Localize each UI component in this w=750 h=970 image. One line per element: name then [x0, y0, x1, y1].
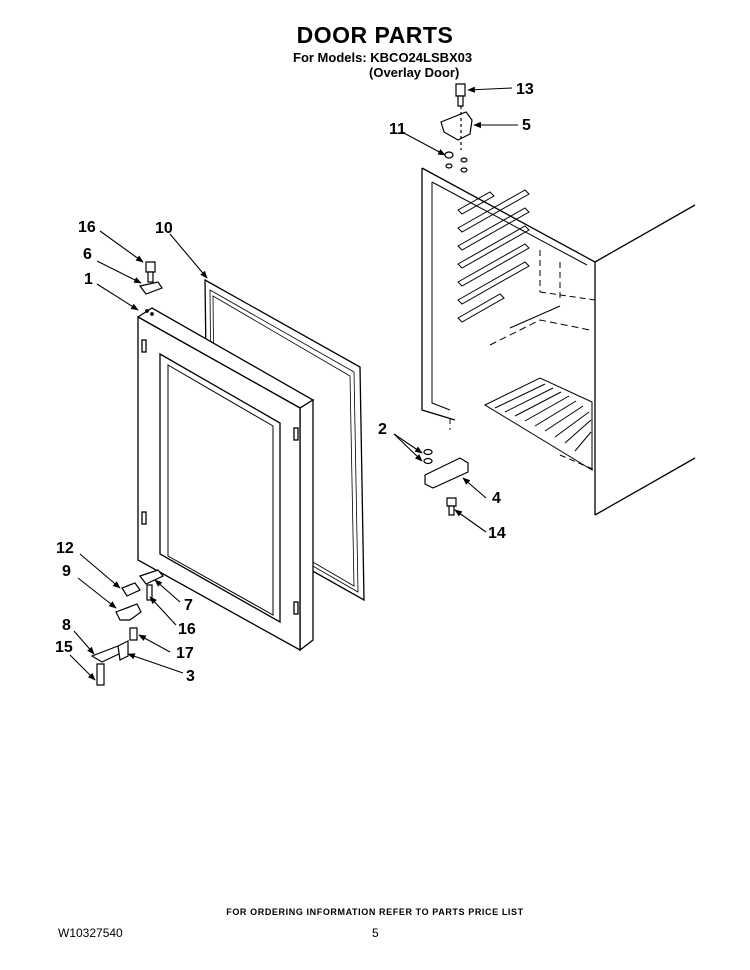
page-title: DOOR PARTS [296, 22, 454, 48]
callout-5: 5 [522, 117, 531, 134]
callout-2: 2 [378, 421, 387, 438]
page-number: 5 [372, 926, 379, 940]
callout-12: 12 [56, 540, 74, 557]
variant-line: (Overlay Door) [369, 65, 460, 80]
cabinet-floor-grille [483, 377, 593, 471]
top-hinge-assembly [440, 83, 473, 173]
door-panel [136, 307, 315, 652]
callout-13: 13 [516, 81, 534, 98]
door-bottom-parts [90, 569, 164, 686]
callout-15: 15 [55, 639, 73, 656]
callout-16-top: 16 [78, 219, 96, 236]
door-top-pin [138, 261, 163, 295]
callout-labels: 13 5 11 16 10 6 1 2 4 14 12 9 7 16 8 17 … [55, 81, 534, 685]
callout-16-bottom: 16 [178, 621, 196, 638]
bottom-hinge-assembly [423, 448, 469, 516]
callout-10: 10 [155, 220, 173, 237]
callout-9: 9 [62, 563, 71, 580]
cabinet-vents [457, 189, 530, 323]
callout-17: 17 [176, 645, 194, 662]
callout-1: 1 [84, 271, 93, 288]
callout-8: 8 [62, 617, 71, 634]
callout-7: 7 [184, 597, 193, 614]
ordering-info: FOR ORDERING INFORMATION REFER TO PARTS … [226, 907, 524, 917]
callout-4: 4 [492, 490, 501, 507]
callout-11: 11 [389, 121, 406, 138]
callout-3: 3 [186, 668, 195, 685]
models-line: For Models: KBCO24LSBX03 [293, 50, 473, 65]
callout-14: 14 [488, 525, 506, 542]
document-number: W10327540 [58, 926, 123, 940]
callout-leaders [69, 86, 518, 681]
callout-6: 6 [83, 246, 92, 263]
